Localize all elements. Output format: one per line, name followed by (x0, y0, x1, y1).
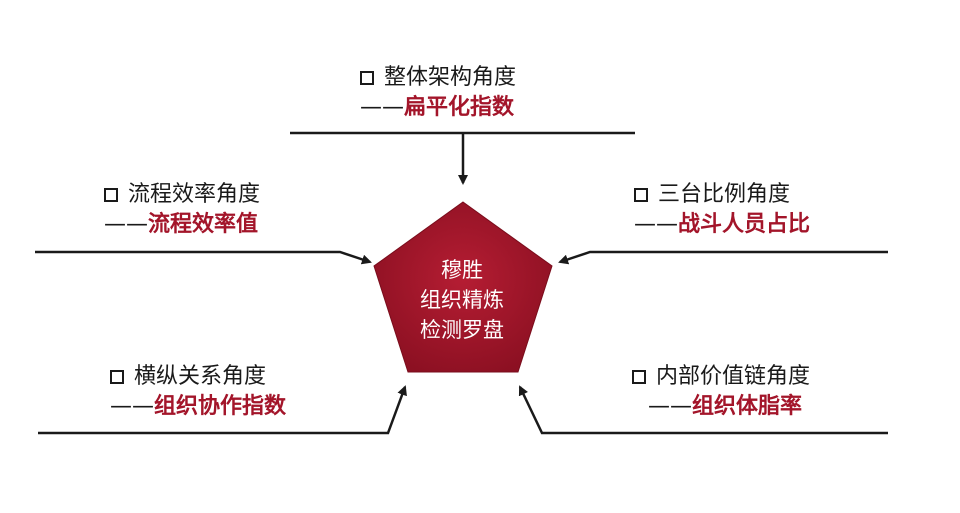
dimension-title: 内部价值链角度 (656, 364, 811, 389)
center-label-line: 检测罗盘 (420, 318, 504, 342)
dimension-metric-row: ——扁平化指数 (360, 93, 516, 123)
center-label-line: 穆胜 (441, 258, 483, 282)
dimension-title: 流程效率角度 (128, 182, 261, 207)
dash-separator: —— (634, 212, 678, 237)
dimension-process-efficiency: 流程效率角度 ——流程效率值 (104, 180, 260, 240)
dimension-title: 三台比例角度 (658, 182, 791, 207)
dimension-horizontal-vertical: 横纵关系角度 ——组织协作指数 (110, 362, 286, 422)
dimension-metric-row: ——组织体脂率 (632, 392, 810, 422)
checkbox-icon (110, 370, 124, 384)
center-label-line: 组织精炼 (420, 288, 504, 312)
dimension-title: 横纵关系角度 (134, 364, 267, 389)
dimension-three-platform-ratio: 三台比例角度 ——战斗人员占比 (634, 180, 810, 240)
dash-separator: —— (648, 394, 692, 419)
dimension-metric: 组织体脂率 (692, 394, 803, 419)
dimension-metric-row: ——流程效率值 (104, 210, 260, 240)
dimension-title-row: 整体架构角度 (360, 63, 516, 93)
dimension-title: 整体架构角度 (384, 65, 517, 90)
dimension-metric-row: ——战斗人员占比 (634, 210, 810, 240)
dimension-title-row: 流程效率角度 (104, 180, 260, 210)
dimension-metric: 流程效率值 (148, 212, 259, 237)
dimension-metric: 战斗人员占比 (678, 212, 811, 237)
center-pentagon (373, 201, 553, 373)
dash-separator: —— (104, 212, 148, 237)
checkbox-icon (104, 188, 118, 202)
dimension-title-row: 三台比例角度 (634, 180, 810, 210)
right-upper-arrow (558, 250, 888, 265)
left-upper-arrow (35, 250, 372, 265)
dimension-title-row: 内部价值链角度 (632, 362, 810, 392)
right-lower-arrow (518, 385, 888, 435)
dimension-overall-structure: 整体架构角度 ——扁平化指数 (360, 63, 516, 123)
dimension-metric: 扁平化指数 (404, 95, 515, 120)
checkbox-icon (634, 188, 648, 202)
dimension-metric-row: ——组织协作指数 (110, 392, 286, 422)
dimension-internal-value-chain: 内部价值链角度 ——组织体脂率 (632, 362, 810, 422)
dimension-metric: 组织协作指数 (154, 394, 287, 419)
checkbox-icon (360, 71, 374, 85)
dimension-title-row: 横纵关系角度 (110, 362, 286, 392)
dash-separator: —— (360, 95, 404, 120)
left-lower-arrow (38, 385, 407, 435)
checkbox-icon (632, 370, 646, 384)
center-label: 穆胜 组织精炼 检测罗盘 (392, 255, 532, 345)
dash-separator: —— (110, 394, 154, 419)
